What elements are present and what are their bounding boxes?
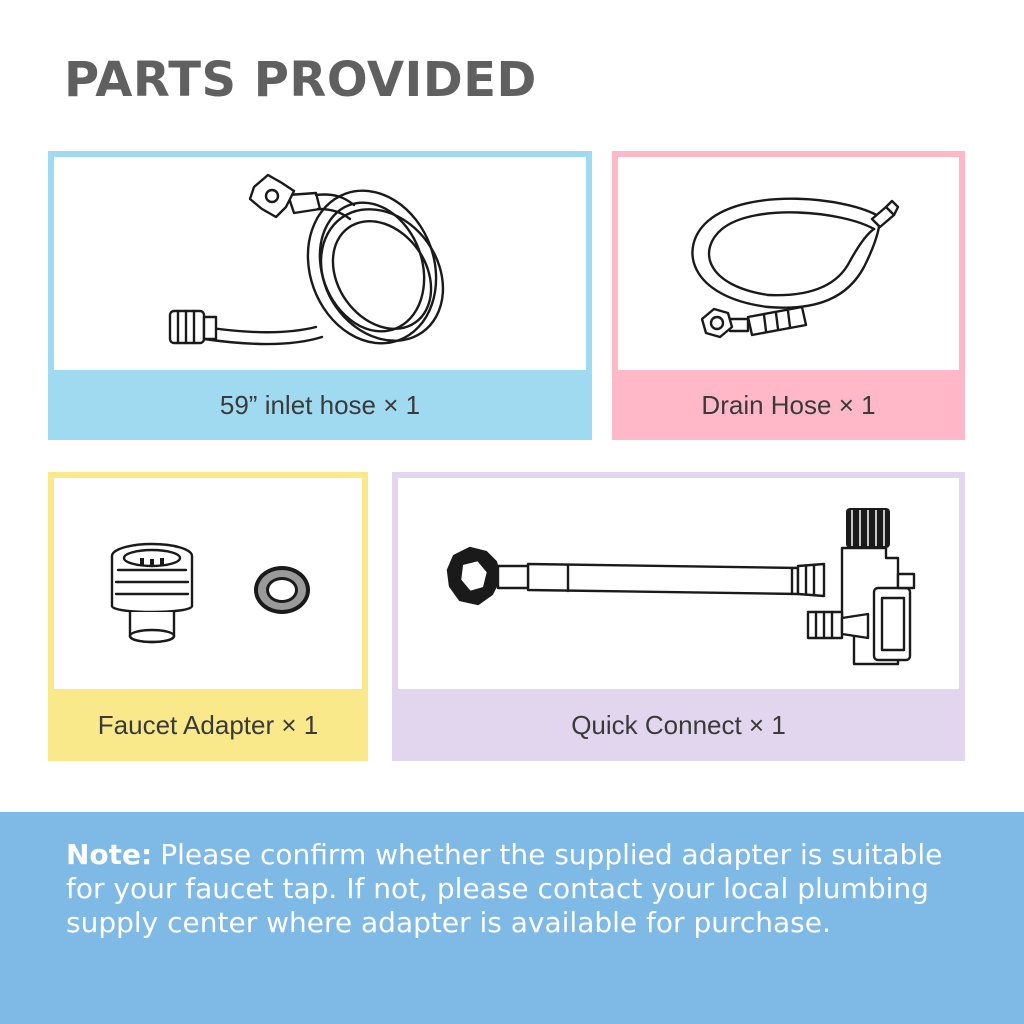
inlet-hose-icon bbox=[168, 173, 445, 346]
part-image-area bbox=[398, 478, 959, 689]
note-panel: Note:Please confirm whether the supplied… bbox=[0, 812, 1024, 1024]
part-image-area bbox=[54, 157, 586, 370]
part-image-area bbox=[54, 478, 362, 689]
part-label: Faucet Adapter × 1 bbox=[97, 709, 319, 740]
part-card-faucet-adapter: Faucet Adapter × 1 bbox=[48, 472, 368, 761]
part-label: 59” inlet hose × 1 bbox=[219, 389, 421, 420]
part-label: Drain Hose × 1 bbox=[701, 389, 876, 420]
washer-ring-icon bbox=[254, 566, 310, 614]
drain-hose-icon bbox=[691, 197, 900, 339]
part-image-area bbox=[618, 157, 959, 370]
page-title: PARTS PROVIDED bbox=[64, 52, 537, 108]
part-card-inlet-hose: 59” inlet hose × 1 bbox=[48, 151, 592, 440]
part-card-drain-hose: Drain Hose × 1 bbox=[612, 151, 965, 440]
note-label: Note: bbox=[66, 838, 153, 871]
faucet-adapter-icon bbox=[110, 542, 194, 644]
note-text: Please confirm whether the supplied adap… bbox=[66, 838, 943, 939]
part-label: Quick Connect × 1 bbox=[571, 709, 786, 740]
quick-connect-icon bbox=[446, 508, 916, 666]
part-card-quick-connect: Quick Connect × 1 bbox=[392, 472, 965, 761]
faucet-adapter-illustration bbox=[110, 542, 310, 644]
